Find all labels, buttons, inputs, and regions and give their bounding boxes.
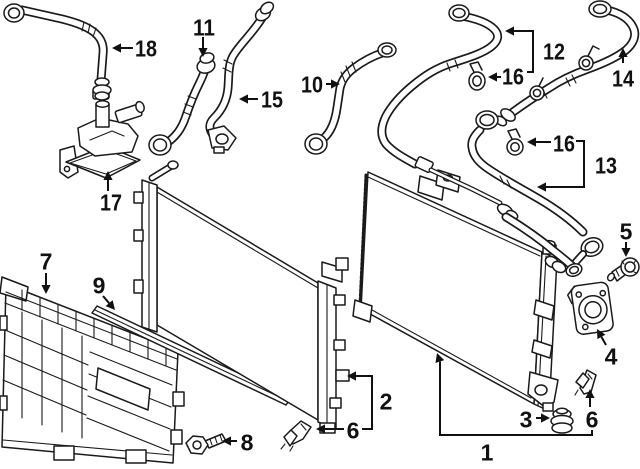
clamp-16-upper [468, 61, 486, 91]
callout-arrow-6 [585, 389, 595, 398]
callout-label-10-3[interactable]: 10 [301, 71, 323, 97]
callout-arrow-15 [239, 94, 248, 104]
callout-label-14-6[interactable]: 14 [612, 65, 634, 91]
callout-arrow-16 [527, 137, 536, 147]
grommet-3 [550, 407, 574, 434]
hose-12 [377, 4, 519, 221]
hose-13 [467, 110, 604, 268]
callout-arrow-18 [112, 43, 121, 53]
hose-15 [205, 1, 275, 154]
callout-arrow-9 [105, 300, 115, 310]
bolt-8 [185, 433, 227, 455]
callout-label-4-18[interactable]: 4 [605, 343, 618, 369]
callout-arrow-8 [222, 436, 231, 446]
callout-label-6-17[interactable]: 6 [586, 406, 599, 432]
callout-label-1-15[interactable]: 1 [481, 439, 494, 465]
callout-arrow-16 [488, 72, 497, 82]
callout-arrow-4 [597, 329, 606, 340]
callout-leader-1 [438, 361, 593, 436]
bolt-5 [606, 257, 640, 282]
callout-label-5-19[interactable]: 5 [620, 218, 633, 244]
fan-shroud [0, 276, 185, 464]
callout-label-6-13[interactable]: 6 [347, 417, 360, 443]
hose-10 [304, 42, 397, 155]
callout-arrow-10 [331, 79, 340, 89]
mount-bracket-4 [566, 281, 614, 335]
radiator-seal [91, 305, 292, 406]
aux-radiator [133, 160, 350, 434]
callout-arrow-17 [103, 171, 113, 180]
callout-arrow-2 [347, 371, 356, 381]
callout-label-7-10[interactable]: 7 [40, 248, 53, 274]
callout-label-15-2[interactable]: 15 [261, 86, 283, 112]
callout-label-3-16[interactable]: 3 [520, 406, 533, 432]
callout-label-16-5[interactable]: 16 [502, 63, 524, 89]
callout-label-2-12[interactable]: 2 [380, 388, 393, 414]
callout-label-13-8[interactable]: 13 [595, 152, 617, 178]
hose-11 [148, 52, 216, 156]
callout-label-18-0[interactable]: 18 [135, 35, 157, 61]
callout-leader-4 [600, 336, 607, 346]
callout-arrow-5 [621, 248, 631, 257]
callout-leader-9 [102, 295, 110, 304]
callout-label-17-9[interactable]: 17 [100, 189, 122, 215]
hose-18 [3, 3, 112, 101]
callout-arrow-12 [505, 26, 514, 36]
clamp-16-lower [506, 128, 524, 156]
callout-arrow-11 [198, 48, 208, 57]
callout-arrow-3 [541, 413, 550, 423]
callout-label-16-7[interactable]: 16 [553, 130, 575, 156]
thermostat-housing [59, 88, 145, 179]
hose-13-lower [501, 212, 583, 278]
bracket-6-right [574, 369, 597, 396]
callout-label-12-4[interactable]: 12 [543, 38, 565, 64]
callout-label-8-14[interactable]: 8 [241, 429, 254, 455]
main-radiator [352, 169, 559, 412]
callout-arrow-1 [435, 353, 445, 363]
callout-leader-2 [356, 375, 373, 430]
callout-label-11-1[interactable]: 11 [193, 14, 215, 40]
callout-label-9-11[interactable]: 9 [93, 272, 106, 298]
bracket-6-left [280, 420, 312, 452]
callout-leader-12 [514, 30, 534, 73]
callout-arrow-6 [316, 424, 325, 434]
callout-arrow-13 [537, 182, 546, 192]
callout-leader-13 [546, 140, 585, 188]
callout-arrow-14 [618, 48, 628, 57]
callout-arrow-7 [41, 285, 51, 294]
